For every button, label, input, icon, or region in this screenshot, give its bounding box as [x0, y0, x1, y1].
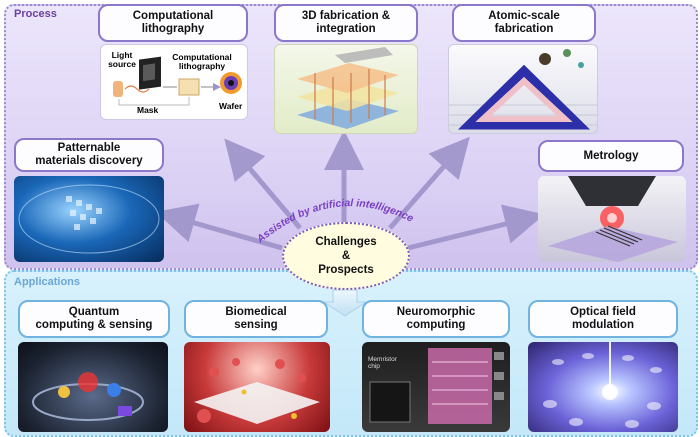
label-mask: Mask [137, 105, 159, 115]
center-line-2: & [341, 250, 351, 262]
arrow-to-patternable [155, 203, 283, 251]
neuromorphic-board-illustration [369, 348, 504, 424]
box-metrology: Metrology [538, 140, 684, 172]
neuromorphic-image: Memristor chip [362, 342, 510, 432]
label-wafer: Wafer [219, 101, 243, 111]
litho-box-icon [178, 78, 200, 96]
label-computational-lithography: Computational lithography [172, 52, 232, 71]
optical-field-image [528, 342, 678, 432]
challenges-prospects-ellipse: Challenges & Prospects [282, 222, 410, 290]
arrow-to-atomic [388, 136, 470, 230]
quantum-illustration [32, 372, 144, 421]
atomic-scale-image [448, 44, 598, 134]
atomic-lattice-illustration [449, 49, 597, 130]
metrology-image [538, 176, 686, 262]
box-3d-fabrication: 3D fabrication & integration [274, 4, 418, 42]
litho-diagram-image: Light source Computational lithography M… [100, 44, 248, 120]
label-memristor-chip: Memristor chip [368, 356, 397, 370]
wafer-pattern-illustration [18, 184, 160, 254]
biomedical-image [184, 342, 330, 432]
applications-label: Applications [14, 276, 81, 288]
3d-stack-illustration [297, 47, 399, 129]
3d-fabrication-image [274, 44, 418, 134]
down-arrow-to-applications [322, 289, 368, 317]
arrow-to-comp-litho [224, 138, 302, 230]
box-quantum-computing: Quantum computing & sensing [18, 300, 170, 338]
box-patternable-materials: Patternable materials discovery [14, 138, 164, 172]
optical-illustration [543, 342, 662, 428]
center-line-3: Prospects [318, 264, 374, 276]
box-computational-lithography: Computational lithography [98, 4, 248, 42]
biomedical-illustration [194, 358, 320, 424]
box-atomic-scale-fabrication: Atomic-scale fabrication [452, 4, 596, 42]
process-label: Process [14, 8, 57, 20]
box-neuromorphic-computing: Neuromorphic computing [362, 300, 510, 338]
label-light-source: Light source [108, 50, 136, 69]
metrology-illustration [548, 176, 678, 262]
center-line-1: Challenges [315, 236, 377, 248]
arrow-to-metrology [407, 204, 545, 251]
light-bulb-icon [113, 81, 123, 97]
box-optical-field-modulation: Optical field modulation [528, 300, 678, 338]
box-biomedical-sensing: Biomedical sensing [184, 300, 328, 338]
patternable-materials-image [14, 176, 164, 262]
quantum-image [18, 342, 168, 432]
litho-diagram [113, 56, 242, 106]
